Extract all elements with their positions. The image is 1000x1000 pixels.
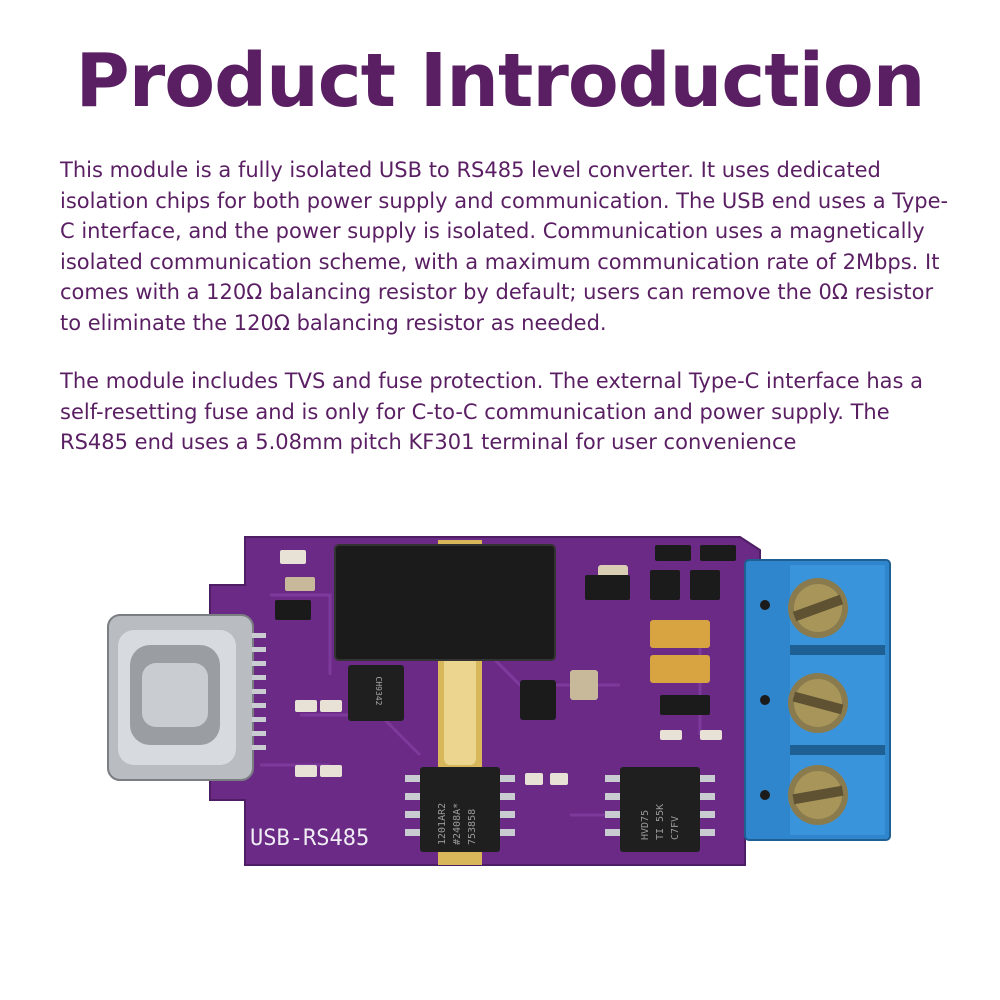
isolation-transformer: [335, 545, 555, 660]
left-chip-marking-1: 1201AR2: [437, 803, 448, 845]
intro-paragraph-2: The module includes TVS and fuse protect…: [60, 369, 924, 454]
terminal-screw-3: [788, 765, 848, 825]
right-chip-marking-1: HVD75: [640, 810, 651, 840]
intro-paragraph-1: This module is a fully isolated USB to R…: [60, 158, 949, 335]
smd-components: [275, 545, 736, 785]
board-silkscreen-label: USB-RS485: [250, 826, 369, 851]
isolator-chip: 1201AR2 #2408A* 753858: [405, 767, 515, 852]
terminal-screw-2: [788, 673, 848, 733]
usb-bridge-chip: CH9342: [348, 665, 404, 721]
rs485-transceiver-chip: HVD75 TI 55K C7FV: [605, 767, 715, 852]
right-chip-marking-2: TI 55K: [655, 804, 666, 840]
right-chip-marking-3: C7FV: [670, 816, 681, 840]
terminal-screw-1: [788, 578, 848, 638]
left-chip-marking-2: #2408A*: [452, 803, 463, 845]
small-chip-marking-1: CH9342: [374, 677, 383, 706]
page-title: Product Introduction: [75, 38, 926, 124]
kf301-terminal-block: [744, 559, 891, 841]
usb-c-connector: [107, 614, 266, 781]
left-chip-marking-3: 753858: [467, 809, 478, 845]
usb-rs485-board-photo: CH9342 1201AR2 #2408A* 753858 HVD75 TI 5…: [107, 536, 891, 866]
